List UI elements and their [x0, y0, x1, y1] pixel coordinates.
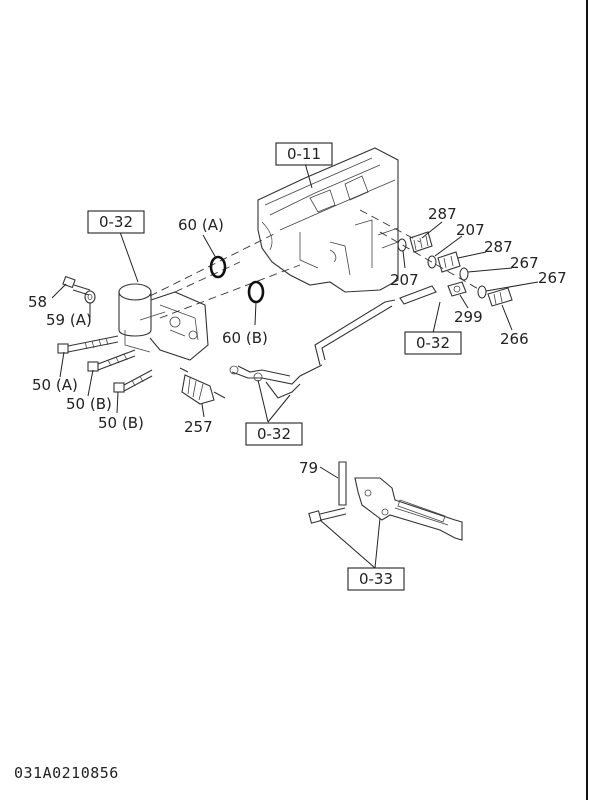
- label-299: 299: [454, 308, 483, 326]
- bolt-bracket: [308, 507, 347, 524]
- pin-79: [338, 461, 347, 506]
- fitting-287-lower: [437, 251, 461, 273]
- temperature-sensor-257: [179, 367, 226, 405]
- bolt-58: [62, 275, 91, 296]
- bracket-drawing: [354, 477, 463, 541]
- label-59a: 59 (A): [46, 311, 92, 329]
- label-58: 58: [28, 293, 47, 311]
- washer-267-b: [477, 285, 487, 299]
- label-50b-2: 50 (B): [98, 414, 144, 432]
- svg-text:0-32: 0-32: [257, 425, 291, 443]
- fitting-287-upper: [409, 231, 433, 253]
- ref-box-o11: 0-11: [275, 142, 333, 166]
- gasket-207-lower: [427, 255, 437, 269]
- ref-box-o32-right: 0-32: [404, 331, 462, 355]
- bolt-50b-upper: [87, 349, 136, 372]
- svg-text:0-11: 0-11: [287, 145, 321, 163]
- label-207-lower: 207: [390, 271, 419, 289]
- svg-text:0-32: 0-32: [99, 213, 133, 231]
- o-ring-60b: [247, 280, 265, 304]
- label-267-a: 267: [510, 254, 539, 272]
- part-labels: 60 (A) 60 (B) 58 59 (A) 50 (A) 50 (B) 50…: [28, 205, 567, 477]
- page-border-line: [586, 0, 588, 800]
- washer-59a: [84, 290, 96, 304]
- bolt-50b-lower: [113, 369, 153, 393]
- label-50a: 50 (A): [32, 376, 78, 394]
- bolt-50a: [57, 335, 119, 354]
- washer-267-a: [459, 267, 469, 281]
- ref-box-o33: 0-33: [347, 567, 405, 591]
- label-207-upper: 207: [456, 221, 485, 239]
- bolt-266: [487, 287, 513, 307]
- label-287-upper: 287: [428, 205, 457, 223]
- leader-lines: [51, 162, 539, 569]
- label-60b: 60 (B): [222, 329, 268, 347]
- svg-text:0-32: 0-32: [416, 334, 450, 352]
- label-287-lower: 287: [484, 238, 513, 256]
- water-hose-drawing: [229, 285, 437, 399]
- o-ring-60a: [209, 255, 227, 279]
- label-266: 266: [500, 330, 529, 348]
- ref-box-o32-top: 0-32: [87, 210, 145, 234]
- gasket-207-upper: [397, 238, 407, 252]
- drawing-code: 031A0210856: [14, 764, 119, 782]
- label-79: 79: [299, 459, 318, 477]
- label-257: 257: [184, 418, 213, 436]
- label-267-b: 267: [538, 269, 567, 287]
- ref-box-o32-bottom: 0-32: [245, 422, 303, 446]
- union-299: [447, 281, 467, 297]
- engine-block-drawing: [257, 147, 399, 293]
- label-60a: 60 (A): [178, 216, 224, 234]
- label-50b-1: 50 (B): [66, 395, 112, 413]
- svg-text:0-33: 0-33: [359, 570, 393, 588]
- thermostat-housing-drawing: [118, 283, 209, 361]
